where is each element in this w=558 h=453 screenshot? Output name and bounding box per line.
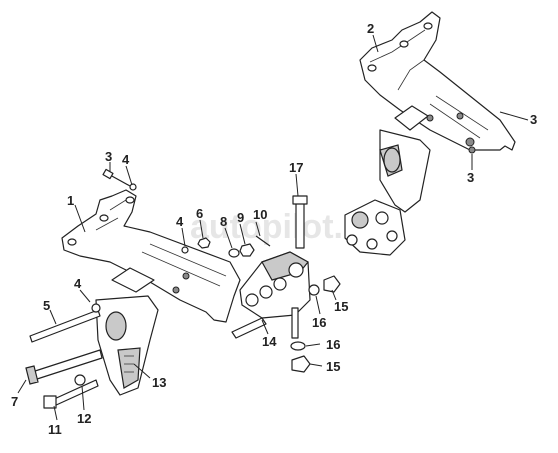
callout-9: 9 — [237, 210, 244, 225]
callout-5: 5 — [43, 298, 50, 313]
callout-1: 1 — [67, 193, 74, 208]
pump-unit-14 — [231, 251, 311, 339]
callout-12: 12 — [77, 411, 91, 426]
callout-8: 8 — [220, 214, 227, 229]
callout-11: 11 — [48, 422, 62, 437]
callout-3-top: 3 — [105, 149, 112, 164]
callout-13: 13 — [152, 375, 166, 390]
leader-lines — [17, 34, 473, 421]
callout-7: 7 — [11, 394, 18, 409]
callout-4-middle: 4 — [176, 214, 184, 229]
callout-14: 14 — [262, 334, 277, 349]
fasteners — [25, 146, 476, 409]
callout-4-top: 4 — [122, 152, 130, 167]
callout-2: 2 — [367, 21, 374, 36]
callout-6: 6 — [196, 206, 203, 221]
callout-labels: 1 2 3 3 3 4 4 4 5 6 7 8 9 10 11 12 13 14… — [11, 21, 537, 437]
callout-4-lower: 4 — [74, 276, 82, 291]
callout-3-right-lower: 3 — [467, 170, 474, 185]
right-bracket-assembly — [344, 11, 516, 256]
callout-10: 10 — [253, 207, 267, 222]
callout-3-right-upper: 3 — [530, 112, 537, 127]
callout-15-lower: 15 — [326, 359, 340, 374]
callout-15-upper: 15 — [334, 299, 348, 314]
callout-16-upper: 16 — [312, 315, 326, 330]
leader-3-right-upper — [499, 111, 529, 121]
callout-16-lower: 16 — [326, 337, 340, 352]
left-bracket-assembly — [61, 189, 241, 396]
callout-17: 17 — [289, 160, 303, 175]
